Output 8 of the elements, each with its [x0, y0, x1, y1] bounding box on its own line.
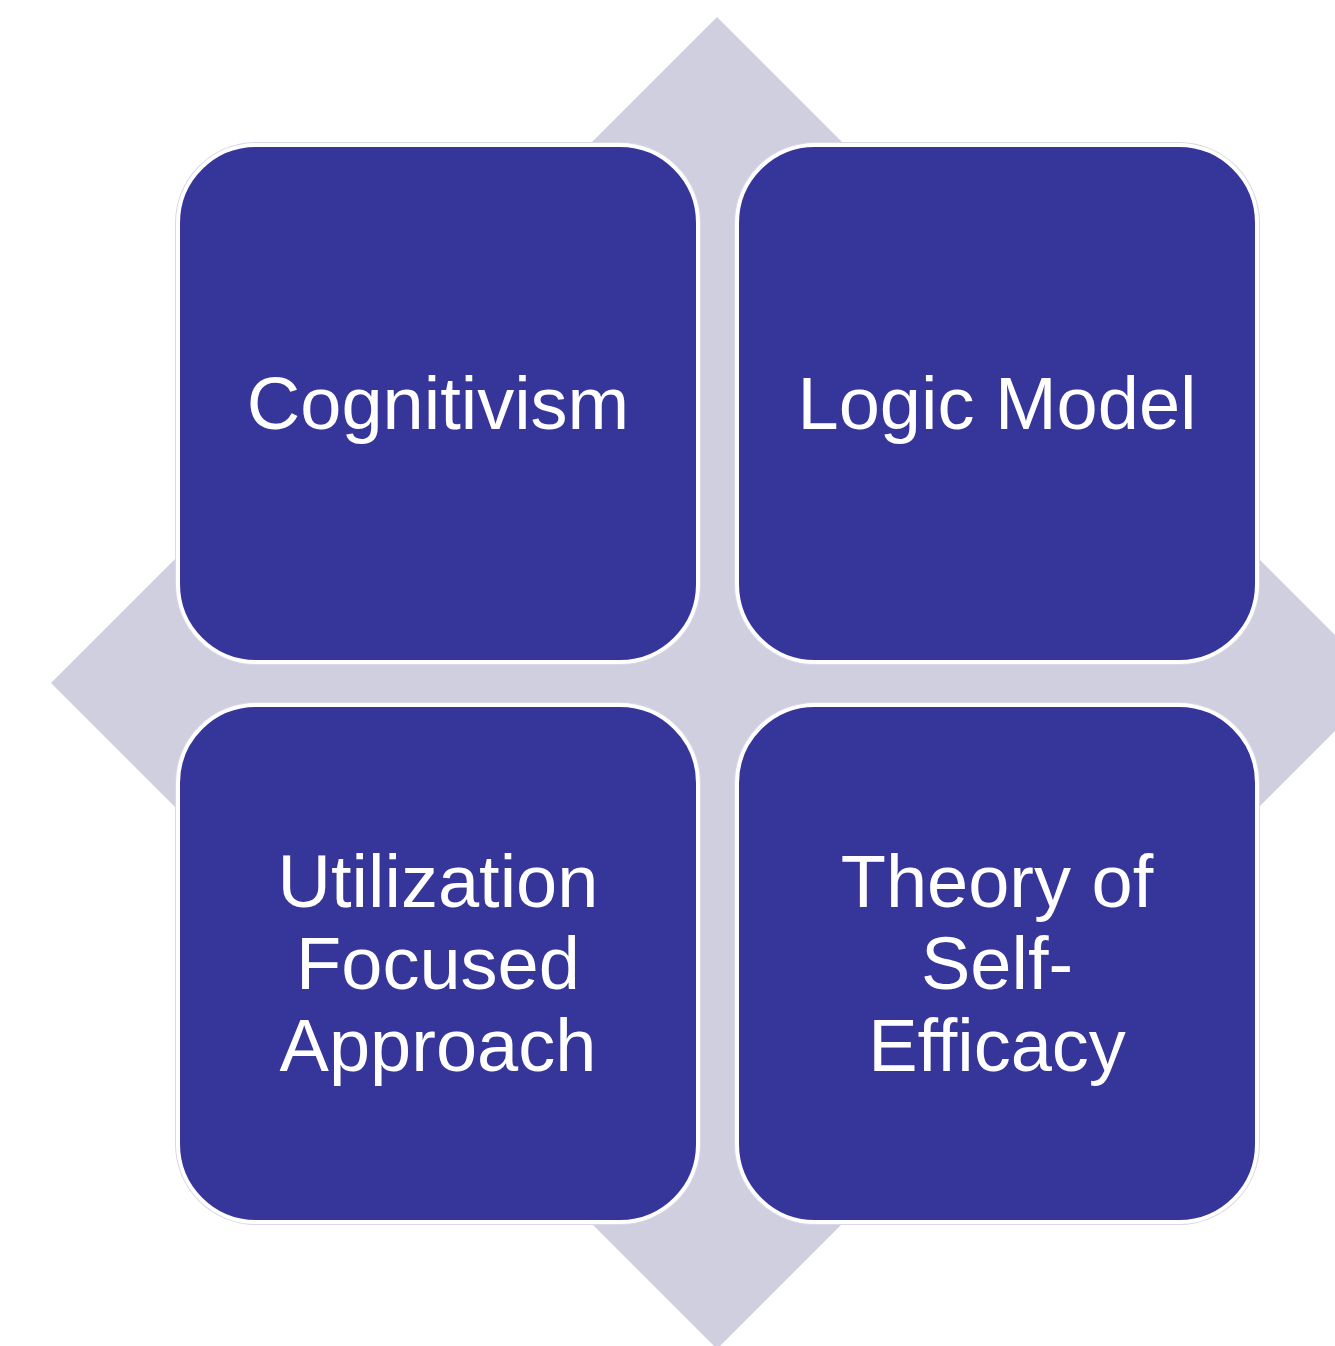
rounded-box: [735, 703, 1259, 1224]
box-label: Utilization Focused Approach: [276, 840, 600, 1087]
box-label: Logic Model: [797, 362, 1197, 445]
rounded-box: [176, 703, 700, 1224]
box-label: Cognitivism: [246, 362, 630, 445]
box-label: Theory of Self-Efficacy: [839, 840, 1155, 1087]
rounded-box: [176, 143, 700, 664]
rounded-box: [735, 143, 1259, 664]
